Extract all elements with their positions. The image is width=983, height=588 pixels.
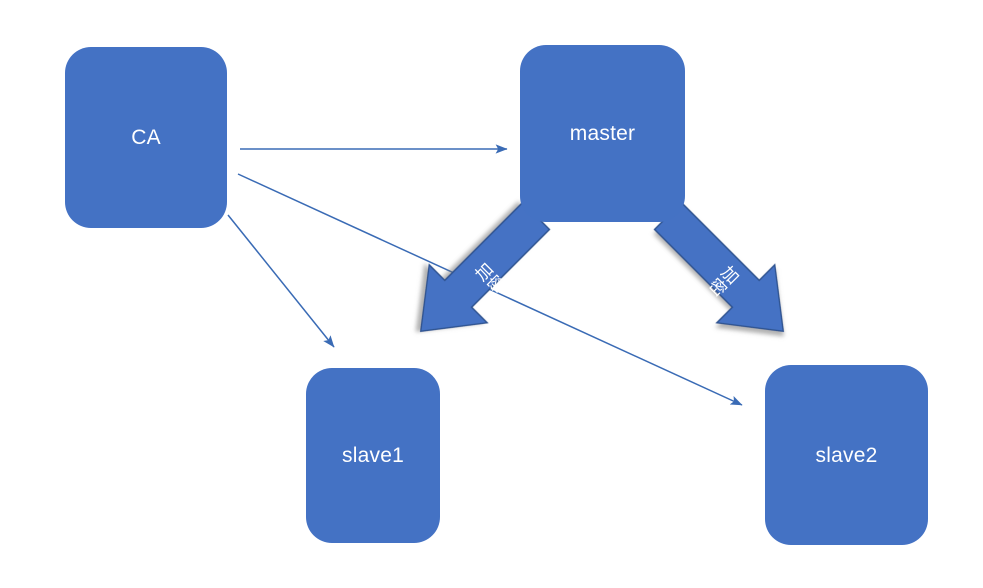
node-master-label: master (569, 122, 636, 145)
node-ca[interactable]: CA (65, 47, 227, 228)
node-slave2-label: slave2 (815, 443, 878, 467)
connector-ca-to-slave1 (227, 214, 335, 348)
node-slave1-label: slave1 (342, 444, 404, 467)
node-master[interactable]: master (520, 45, 685, 222)
node-ca-label: CA (131, 126, 161, 149)
block-arrow-master-to-slave1-label: 加密 (469, 260, 508, 299)
node-slave2[interactable]: slave2 (765, 365, 928, 545)
block-arrow-master-to-slave2-label: 加密 (703, 260, 742, 299)
node-slave1[interactable]: slave1 (306, 368, 440, 543)
